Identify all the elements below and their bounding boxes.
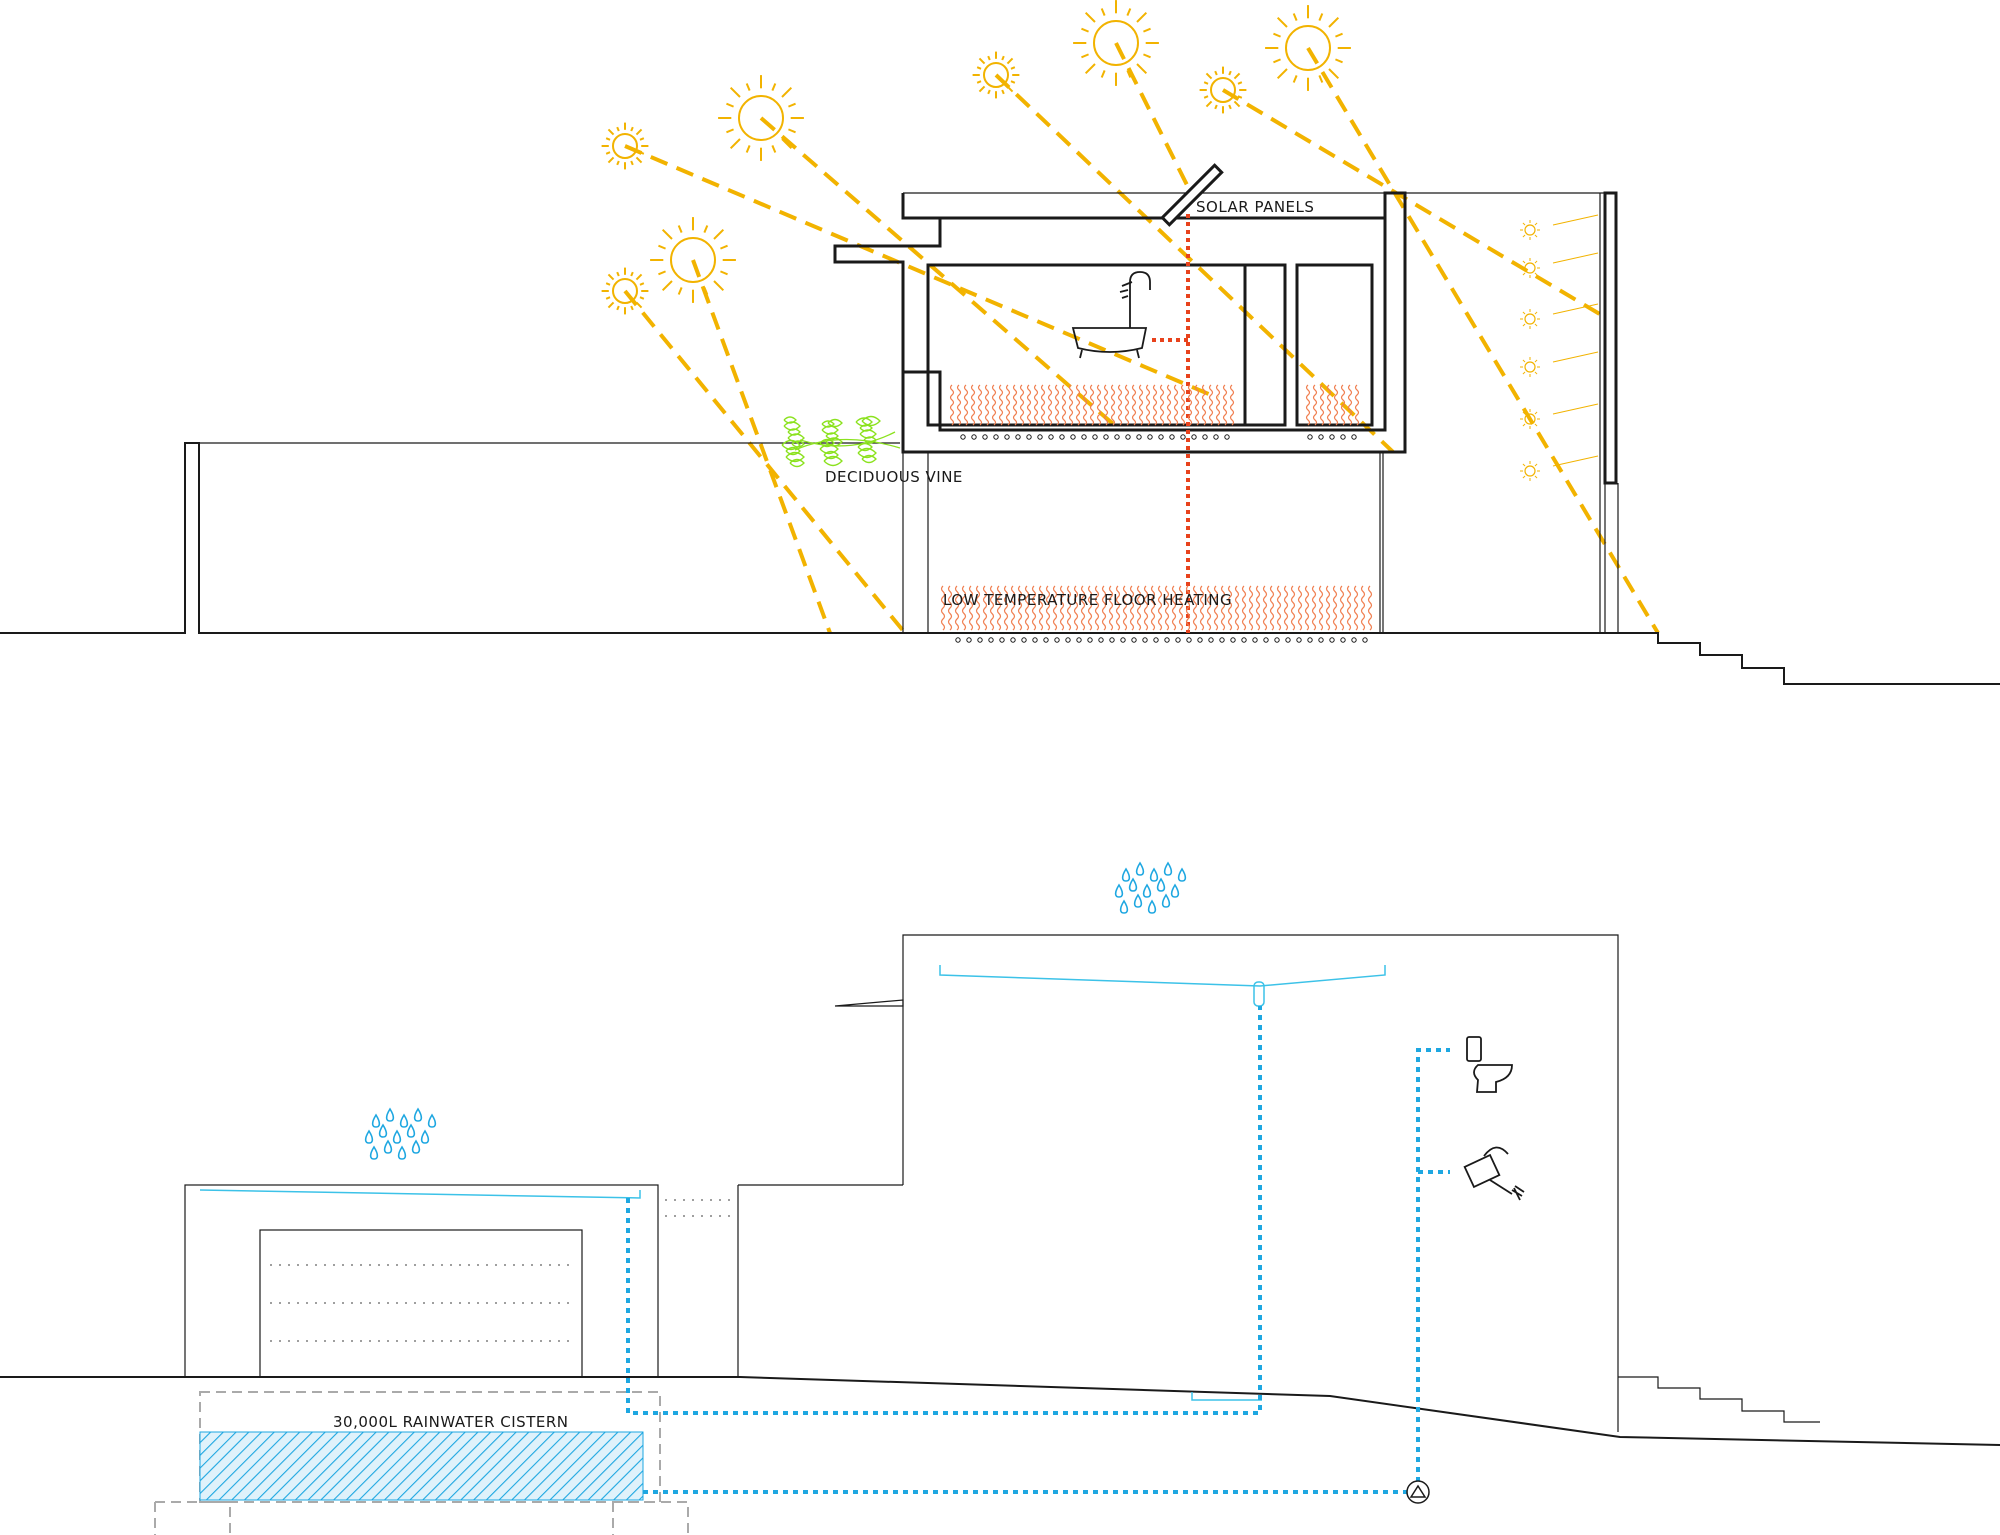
raindrop-icon [383, 1139, 393, 1154]
east-screen-wall [1603, 191, 1618, 485]
sun-ray [1221, 88, 1605, 318]
solar-panel-icon [1160, 163, 1224, 227]
cistern-water [199, 1431, 644, 1501]
raindrop-icon [1114, 883, 1124, 898]
suns [601, 0, 1351, 315]
sun-icon [1520, 258, 1540, 278]
sun-icon [972, 51, 1020, 99]
east-sun-arrow [1552, 455, 1599, 467]
room-wardrobe [1243, 263, 1287, 427]
east-sun-arrow [1552, 351, 1599, 363]
garage-door-panels [270, 1264, 572, 1342]
garage-gutter [199, 1189, 641, 1199]
hot-water-line [1152, 214, 1190, 633]
raindrop-icon [1121, 867, 1131, 882]
raindrops-house [1114, 861, 1187, 914]
cistern-footings [154, 1501, 689, 1535]
sun-rays [623, 42, 1660, 635]
room-bedroom [1295, 263, 1374, 427]
watering-can-icon [1463, 1146, 1525, 1201]
sun-icon [650, 217, 736, 303]
raindrop-icon [397, 1145, 407, 1160]
east-sun-arrow [1552, 303, 1599, 315]
garage-outline [184, 1184, 659, 1378]
house-outline [902, 934, 1619, 1432]
sun-icon [601, 267, 649, 315]
east-sun-arrow [1552, 403, 1599, 415]
pump-icon [1406, 1480, 1430, 1504]
ground-line-top [0, 442, 2000, 685]
rainwater-pipes [626, 1006, 1450, 1494]
deciduous-vine-icon [781, 415, 901, 468]
house-gutter [939, 965, 1386, 987]
raindrop-icon [1133, 893, 1143, 908]
steps-east [1618, 1376, 1820, 1423]
sun-icon [718, 75, 804, 161]
raindrops-garage [364, 1107, 437, 1160]
label-cistern: 30,000L RAINWATER CISTERN [333, 1413, 568, 1431]
solar-section: SOLAR PANELS DECIDUOUS VINE LOW TEMPERAT… [0, 0, 2000, 685]
toilet-icon [1466, 1036, 1513, 1093]
raindrop-icon [378, 1123, 388, 1138]
east-morning-sun [1520, 214, 1599, 481]
raindrop-icon [364, 1129, 374, 1144]
sun-icon [1199, 66, 1247, 114]
cistern-outline [199, 1391, 661, 1503]
house-canopy [834, 999, 904, 1007]
raindrop-icon [427, 1113, 437, 1128]
house-drain [1191, 1392, 1262, 1401]
floor-heating-ground [940, 585, 1373, 631]
raindrop-icon [385, 1107, 395, 1122]
sun-icon [1073, 0, 1159, 86]
label-floor-heating: LOW TEMPERATURE FLOOR HEATING [943, 591, 1232, 609]
raindrop-icon [371, 1113, 381, 1128]
sun-icon [601, 122, 649, 170]
upper-storey-outline [833, 191, 1407, 454]
link-wall [665, 1199, 730, 1217]
sun-icon [1520, 409, 1540, 429]
sun-ray [994, 73, 1395, 454]
raindrop-icon [369, 1145, 379, 1160]
sun-ray [691, 259, 832, 634]
sun-ray [759, 116, 1122, 432]
raindrop-icon [1177, 867, 1187, 882]
sun-icon [1520, 309, 1540, 329]
floor-heating-upper [949, 384, 1360, 426]
east-sun-arrow [1552, 252, 1599, 264]
label-deciduous-vine: DECIDUOUS VINE [825, 468, 963, 486]
sun-ray [624, 144, 1219, 400]
raindrop-icon [1163, 861, 1173, 876]
raindrop-icon [1149, 867, 1159, 882]
raindrop-icon [406, 1123, 416, 1138]
raindrop-icon [1119, 899, 1129, 914]
east-sun-arrow [1552, 214, 1599, 226]
raindrop-icon [392, 1129, 402, 1144]
sun-ray [623, 289, 907, 635]
bathtub-shower-icon [1071, 271, 1151, 359]
sun-icon [1520, 461, 1540, 481]
raindrop-icon [413, 1107, 423, 1122]
raindrop-icon [1156, 877, 1166, 892]
garage-door [259, 1229, 583, 1378]
upper-outline-thin [902, 192, 1606, 633]
sun-icon [1520, 357, 1540, 377]
heating-pipes [955, 434, 1368, 643]
raindrop-icon [399, 1113, 409, 1128]
raindrop-icon [1128, 877, 1138, 892]
sun-icon [1265, 5, 1351, 91]
sun-ray [1114, 42, 1194, 196]
raindrop-icon [1135, 861, 1145, 876]
raindrop-icon [420, 1129, 430, 1144]
raindrop-icon [1147, 899, 1157, 914]
raindrop-icon [411, 1139, 421, 1154]
raindrop-icon [1142, 883, 1152, 898]
rainwater-section: 30,000L RAINWATER CISTERN [0, 861, 2000, 1535]
label-solar-panels: SOLAR PANELS [1196, 198, 1314, 216]
raindrop-icon [1161, 893, 1171, 908]
sun-icon [1520, 220, 1540, 240]
raindrop-icon [1170, 883, 1180, 898]
